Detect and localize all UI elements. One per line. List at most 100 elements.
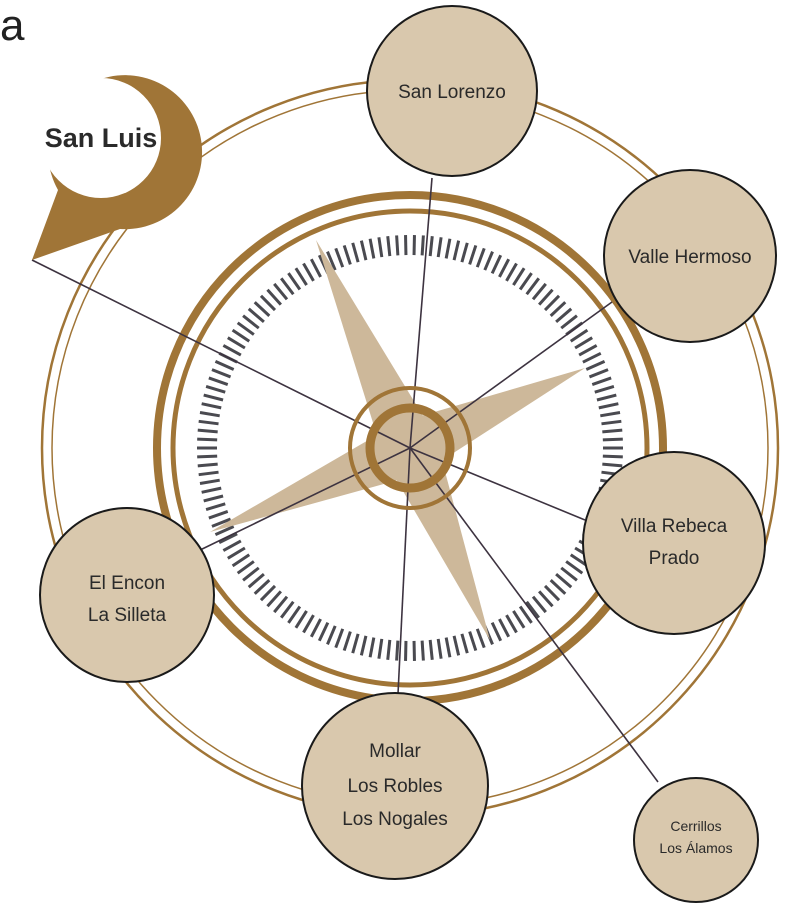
tick-mark [602,430,622,432]
tick-mark [197,456,217,457]
tick-mark [206,504,225,510]
tick-mark [454,636,459,655]
tick-mark [200,412,220,415]
tick-mark [430,236,432,256]
tick-mark [579,345,597,355]
san-luis-pin[interactable]: San Luis [32,75,202,260]
node-valle-hermoso[interactable]: Valle Hermoso [604,170,776,342]
node-mollar-los-robles-los-nogales[interactable]: Mollar Los Robles Los Nogales [302,693,488,879]
tick-mark [233,330,250,341]
tick-mark [597,395,616,400]
tick-mark [539,591,552,606]
node-circle [583,452,765,634]
tick-mark [288,273,299,289]
tick-mark [603,439,623,440]
tick-mark [527,602,539,618]
node-cerrillos-los-alamos[interactable]: Cerrillos Los Álamos [634,778,758,902]
tick-mark [223,345,241,355]
tick-mark [344,632,350,651]
tick-mark [209,511,228,518]
tick-mark [589,370,608,377]
tick-mark [311,619,320,637]
tick-mark [223,541,241,551]
tick-mark [470,632,476,651]
node-label: Los Robles [347,776,442,797]
tick-mark [255,302,270,316]
tick-mark [353,634,358,653]
tick-mark [507,615,517,632]
tick-mark [599,404,619,408]
tick-mark [219,534,237,543]
tick-mark [499,259,508,277]
node-label: La Silleta [88,605,167,626]
tick-mark [212,370,231,377]
tick-mark [602,464,622,466]
tick-mark [513,611,524,628]
tick-mark [422,235,423,255]
tick-mark [454,241,459,260]
node-san-lorenzo[interactable]: San Lorenzo [367,6,537,176]
panel-label: a [0,1,25,50]
tick-mark [430,640,432,660]
tick-mark [561,568,577,580]
tick-mark [545,586,559,600]
tick-mark [533,284,546,299]
tick-mark [228,548,245,558]
tick-mark [379,237,382,257]
tick-mark [422,641,423,661]
tick-mark [513,268,524,285]
tick-mark [477,248,484,267]
tick-mark [566,561,582,573]
tick-mark [438,237,441,257]
tick-mark [255,580,270,594]
tick-mark [319,623,328,641]
tick-mark [379,639,382,659]
tick-mark [204,496,223,501]
tick-mark [202,488,222,492]
tick-mark [249,309,264,322]
tick-mark [539,290,552,305]
tick-mark [361,636,366,655]
node-label: Villa Rebeca [621,516,728,537]
tick-mark [370,638,374,658]
tick-mark [492,255,501,273]
node-villa-rebeca-prado[interactable]: Villa Rebeca Prado [583,452,765,634]
tick-mark [533,597,546,612]
tick-mark [603,456,623,457]
tick-mark [238,561,254,573]
node-label: Los Nogales [342,809,448,830]
tick-mark [311,259,320,277]
tick-mark [353,243,358,262]
tick-mark [551,580,566,594]
tick-mark [296,611,307,628]
tick-mark [556,574,571,587]
tick-mark [243,568,259,580]
node-label: Los Álamos [659,840,732,856]
tick-mark [388,236,390,256]
tick-mark [281,278,293,294]
tick-mark [397,235,398,255]
tick-mark [200,480,220,483]
node-circle [40,508,214,682]
tick-mark [281,602,293,618]
pin-label: San Luis [45,123,158,153]
tick-mark [336,629,343,648]
tick-mark [499,619,508,637]
tick-mark [204,395,223,400]
tick-mark [238,323,254,335]
node-label: Cerrillos [670,818,721,834]
tick-mark [438,639,441,659]
tick-mark [583,353,601,362]
tick-mark [198,430,218,432]
tick-mark [462,634,467,653]
tick-mark [595,386,614,392]
tick-mark [267,591,280,606]
tick-mark [477,629,484,648]
tick-mark [575,338,592,348]
tick-mark [571,330,588,341]
tick-mark [462,243,467,262]
tick-mark [556,309,571,322]
node-el-encon-la-silleta[interactable]: El Encon La Silleta [40,508,214,682]
tick-mark [206,386,225,392]
